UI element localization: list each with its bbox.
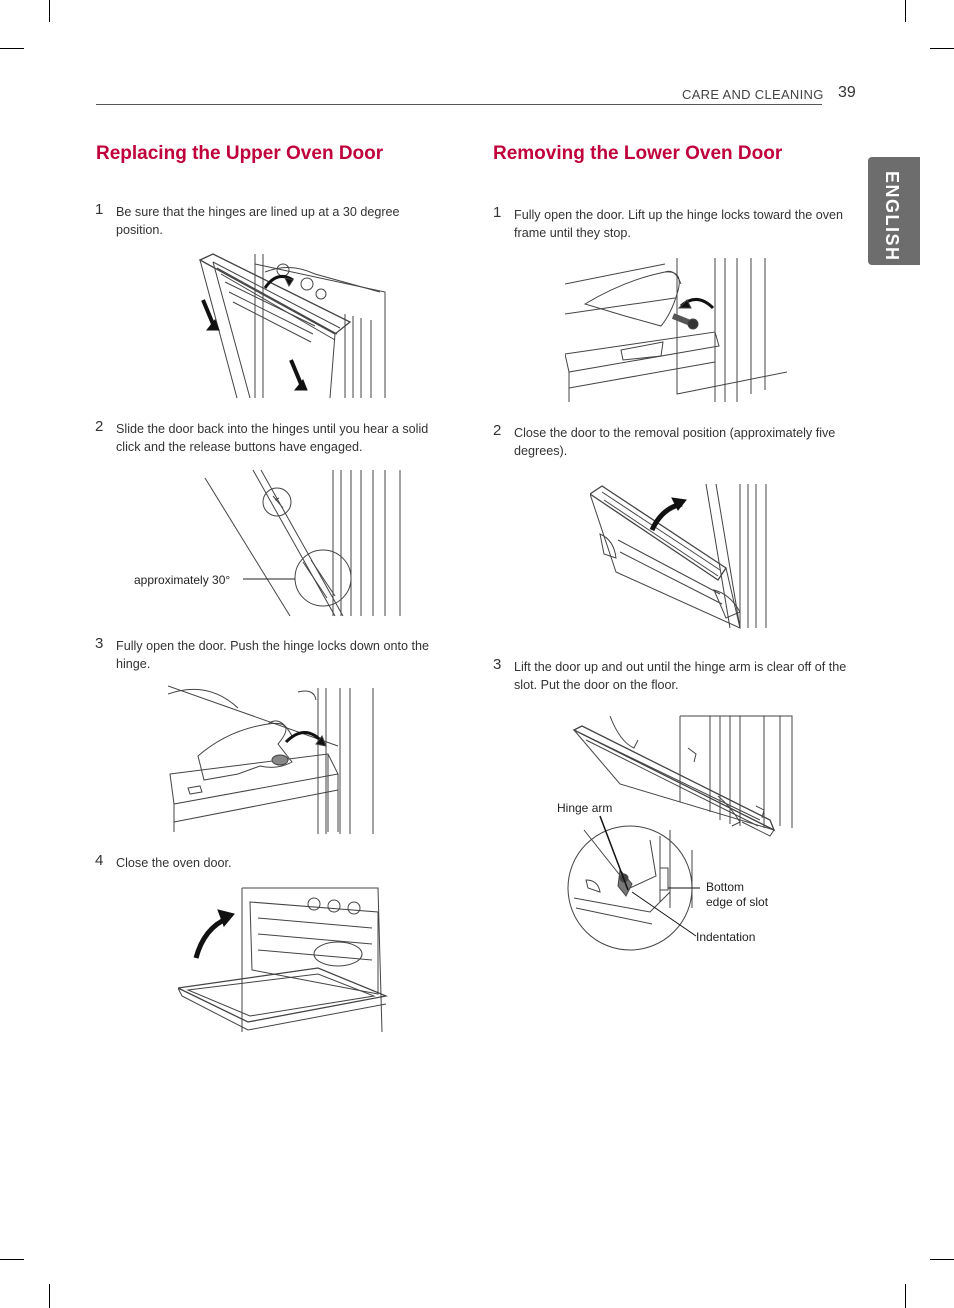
step-number: 1 xyxy=(95,201,104,218)
step-text: Lift the door up and out until the hinge… xyxy=(514,660,847,692)
crop-mark xyxy=(49,0,50,22)
crop-mark xyxy=(905,0,906,22)
section-label: CARE AND CLEANING xyxy=(682,87,824,102)
header-rule xyxy=(96,104,822,105)
crop-mark xyxy=(905,1284,906,1308)
step-text: Fully open the door. Push the hinge lock… xyxy=(116,639,429,671)
right-section-title: Removing the Lower Oven Door xyxy=(493,143,783,164)
left-step-4: 4 Close the oven door. xyxy=(95,852,455,874)
step-number: 1 xyxy=(493,204,502,221)
crop-mark xyxy=(930,48,954,49)
indentation-label: Indentation xyxy=(696,930,756,944)
crop-mark xyxy=(930,1259,954,1260)
step-number: 2 xyxy=(493,422,502,439)
right-step-1: 1 Fully open the door. Lift up the hinge… xyxy=(493,204,863,246)
language-tab-label: ENGLISH xyxy=(882,171,902,262)
approximately-30-degree-label: approximately 30° xyxy=(134,573,231,587)
figure-close-oven-door xyxy=(178,884,388,1034)
page-number: 39 xyxy=(838,84,856,101)
figure-hinges-30-degree xyxy=(195,252,390,400)
figure-lift-hinge-locks xyxy=(565,254,787,404)
step-number: 3 xyxy=(95,635,104,652)
step-text: Slide the door back into the hinges unti… xyxy=(116,422,429,454)
crop-mark xyxy=(49,1284,50,1308)
step-text: Close the door to the removal position (… xyxy=(514,426,836,458)
figure-lift-door-off-slot xyxy=(560,712,800,954)
step-number: 2 xyxy=(95,418,104,435)
step-number: 4 xyxy=(95,852,104,869)
step-number: 3 xyxy=(493,656,502,673)
figure-push-hinge-locks xyxy=(168,684,386,834)
left-step-1: 1 Be sure that the hinges are lined up a… xyxy=(95,201,435,243)
hinge-arm-label: Hinge arm xyxy=(557,801,613,815)
left-section-title: Replacing the Upper Oven Door xyxy=(96,143,384,164)
left-step-3: 3 Fully open the door. Push the hinge lo… xyxy=(95,635,455,677)
language-tab: ENGLISH xyxy=(868,157,920,265)
step-text: Close the oven door. xyxy=(116,856,232,870)
left-step-2: 2 Slide the door back into the hinges un… xyxy=(95,418,455,460)
bottom-edge-of-slot-label-line1: Bottom xyxy=(706,880,745,894)
figure-door-slide-into-hinges xyxy=(195,468,407,618)
right-step-3: 3 Lift the door up and out until the hin… xyxy=(493,656,863,698)
step-text: Be sure that the hinges are lined up at … xyxy=(116,205,400,237)
right-step-2: 2 Close the door to the removal position… xyxy=(493,422,863,464)
crop-mark xyxy=(0,48,24,49)
crop-mark xyxy=(0,1259,24,1260)
step-text: Fully open the door. Lift up the hinge l… xyxy=(514,208,844,240)
figure-door-removal-position xyxy=(590,480,780,630)
bottom-edge-of-slot-label-line2: edge of slot xyxy=(706,895,769,909)
